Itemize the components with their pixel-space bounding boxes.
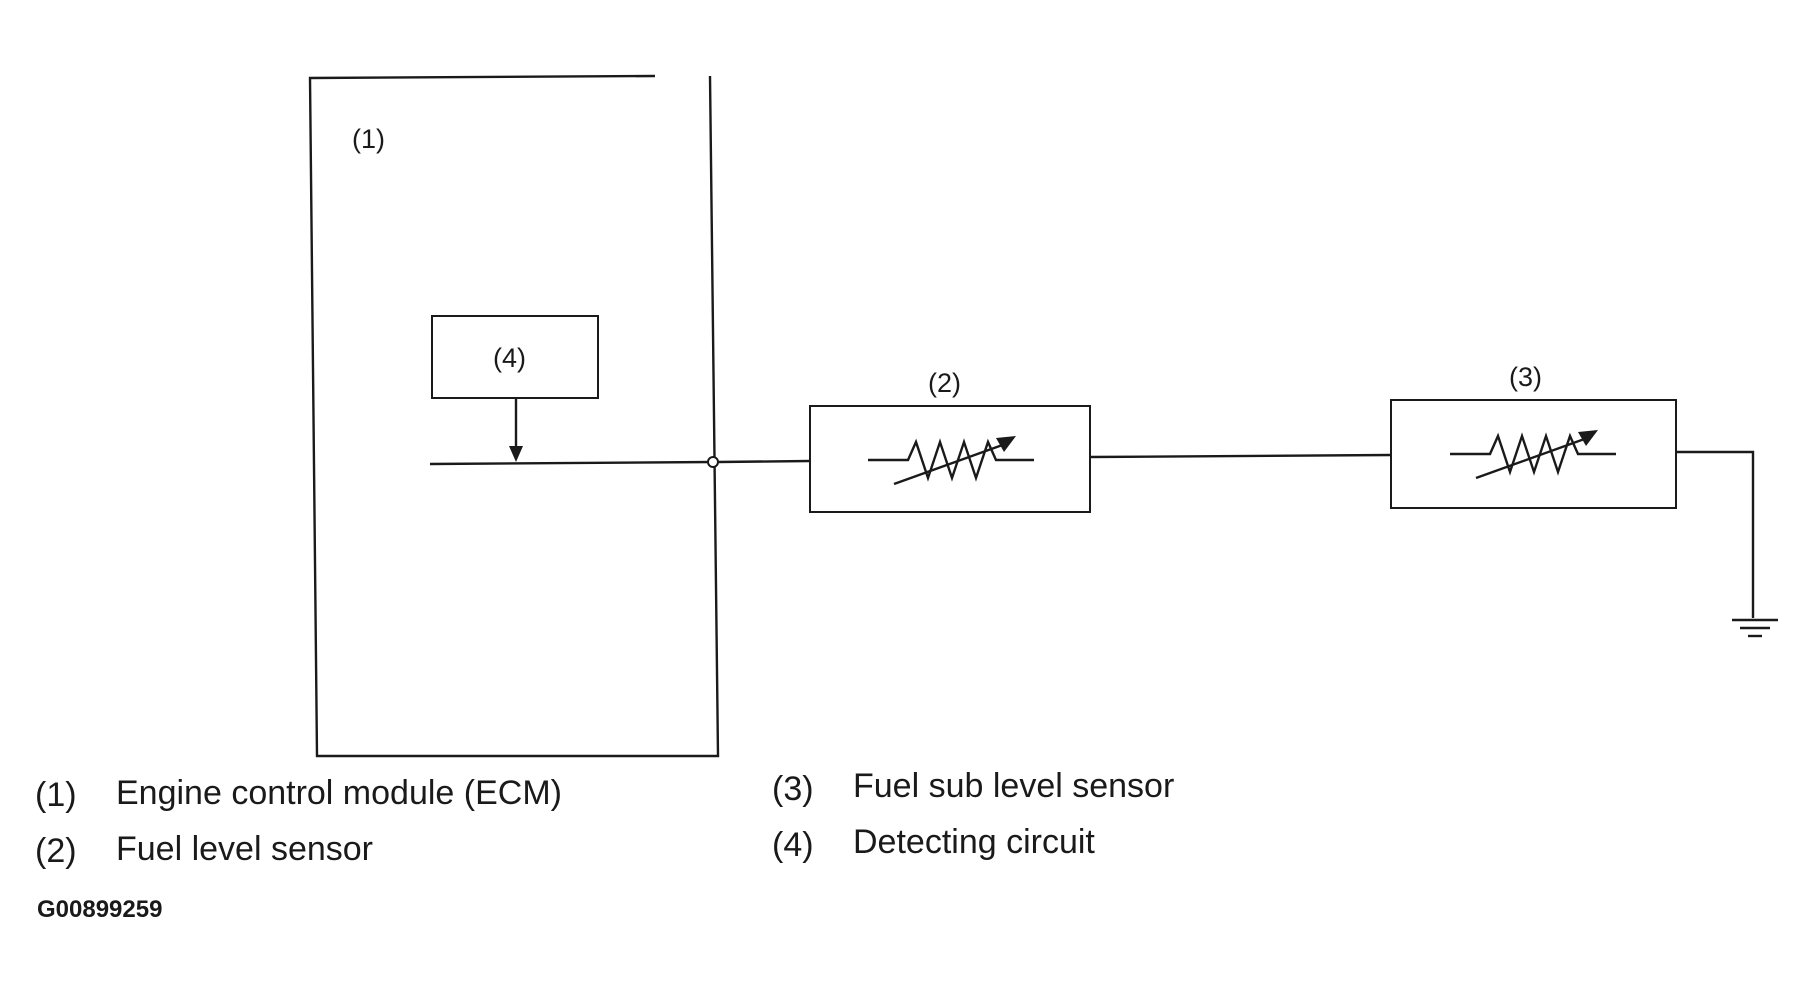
detecting-circuit-label: (4): [493, 343, 526, 373]
fuel-level-sensor-label: (2): [928, 368, 961, 398]
legend-text-1: Engine control module (ECM): [116, 774, 562, 812]
ground-icon: [1732, 618, 1778, 638]
signal-line-internal: [429, 460, 714, 466]
wire-to-ground: [1676, 450, 1755, 618]
fuel-sub-level-sensor-block: (3): [1390, 362, 1677, 509]
variable-resistor-2-arrow: [893, 441, 1009, 486]
variable-resistor-3-arrow: [1475, 435, 1591, 480]
legend: (1) Engine control module (ECM) (2) Fuel…: [35, 767, 1174, 870]
legend-text-2: Fuel level sensor: [116, 830, 373, 868]
connector-node: [707, 456, 719, 468]
legend-num-1: (1): [35, 776, 77, 814]
ecm-label: (1): [352, 124, 385, 154]
wire-sensor2-to-sensor3: [1089, 453, 1392, 459]
legend-text-4: Detecting circuit: [853, 823, 1095, 861]
detecting-circuit-block: (4): [431, 315, 599, 462]
fuel-level-sensor-block: (2): [809, 368, 1091, 513]
legend-num-2: (2): [35, 832, 77, 870]
legend-num-4: (4): [772, 826, 814, 864]
legend-text-3: Fuel sub level sensor: [853, 767, 1174, 805]
legend-num-3: (3): [772, 770, 814, 808]
ecm-block: (1): [308, 74, 720, 758]
fuel-sub-level-sensor-label: (3): [1509, 362, 1542, 392]
detecting-arrow-head: [509, 446, 523, 462]
wire-ecm-to-sensor2: [717, 459, 811, 464]
figure-id: G00899259: [37, 896, 162, 923]
